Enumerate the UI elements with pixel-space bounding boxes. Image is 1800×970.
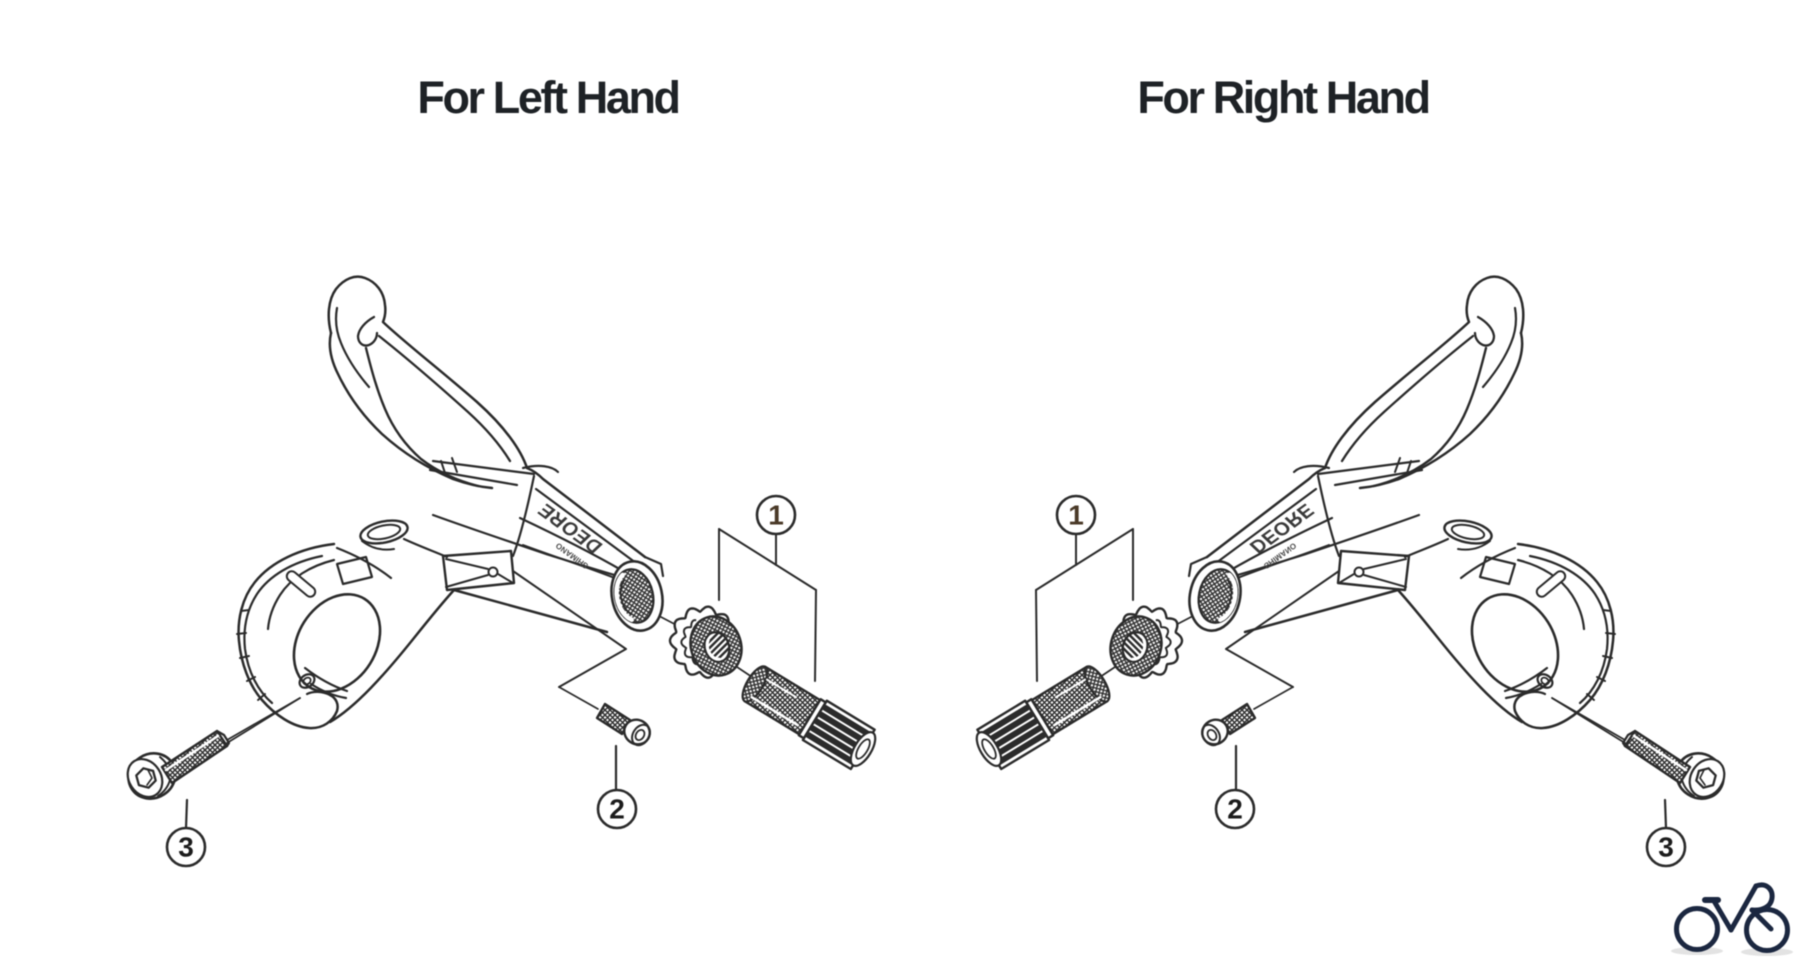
svg-text:2: 2 (1227, 794, 1243, 825)
svg-text:2: 2 (609, 794, 625, 825)
svg-text:For Right Hand: For Right Hand (1137, 72, 1428, 123)
svg-text:3: 3 (178, 832, 194, 863)
svg-text:1: 1 (1068, 500, 1084, 531)
svg-text:For Left Hand: For Left Hand (417, 72, 678, 123)
svg-text:3: 3 (1658, 832, 1674, 863)
svg-text:1: 1 (768, 500, 784, 531)
